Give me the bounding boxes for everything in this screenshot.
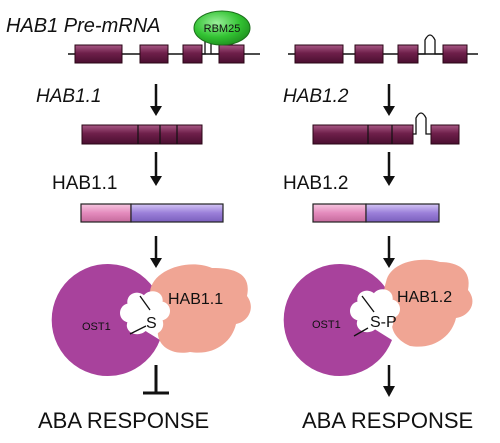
exon-2 xyxy=(354,44,384,64)
arrow-head xyxy=(150,258,162,268)
rbm25-factor: RBM25 xyxy=(193,10,251,46)
exon-2 xyxy=(139,44,169,64)
right-mature-mrna xyxy=(312,112,460,145)
right-kinase-label: OST1 xyxy=(312,319,341,331)
right-activation-arrow xyxy=(383,365,395,397)
right-protein-label: HAB1.2 xyxy=(283,173,348,194)
right-phosphatase-label: HAB1.2 xyxy=(397,289,452,306)
arrow-head xyxy=(150,106,162,116)
exon-3 xyxy=(182,44,203,64)
right-protein-bar xyxy=(312,203,440,223)
right-outcome-label: ABA RESPONSE xyxy=(302,408,473,433)
rbm25-label: RBM25 xyxy=(204,23,241,35)
ost1-kinase xyxy=(51,264,160,376)
retained-intron xyxy=(413,112,431,135)
left-transcript-label: HAB1.1 xyxy=(36,86,101,107)
binding-pocket xyxy=(120,291,170,335)
hab1-phosphatase xyxy=(384,259,473,347)
left-inhibition-symbol xyxy=(143,365,169,395)
left-protein-bar xyxy=(80,203,224,223)
arrow-head xyxy=(383,176,395,186)
gene-title: HAB1 Pre-mRNA xyxy=(6,15,160,37)
left-pre-mrna xyxy=(68,32,260,64)
arrow-head xyxy=(383,106,395,116)
hab1-phosphatase xyxy=(150,264,251,353)
exon-4 xyxy=(218,44,245,64)
arrow-head xyxy=(150,176,162,186)
exon-4 xyxy=(442,44,468,64)
left-mature-mrna xyxy=(81,124,203,145)
left-protein-label: HAB1.1 xyxy=(52,173,117,194)
exon-1 xyxy=(74,44,123,64)
left-phosphatase-label: HAB1.1 xyxy=(168,291,223,308)
exon-1 xyxy=(294,44,344,64)
right-pre-mrna xyxy=(288,34,478,64)
right-transcript-label: HAB1.2 xyxy=(283,86,349,107)
right-bond-label: S-P xyxy=(370,314,397,331)
exon-3 xyxy=(397,44,419,64)
intron-loop xyxy=(418,34,443,55)
left-kinase-label: OST1 xyxy=(82,321,111,333)
right-complex: S-P OST1 HAB1.2 xyxy=(283,259,473,376)
left-outcome-label: ABA RESPONSE xyxy=(38,408,209,433)
left-bond-label: S xyxy=(146,315,157,332)
left-complex: S OST1 HAB1.1 xyxy=(51,264,251,376)
arrow-head xyxy=(383,258,395,268)
binding-pocket xyxy=(350,289,400,333)
